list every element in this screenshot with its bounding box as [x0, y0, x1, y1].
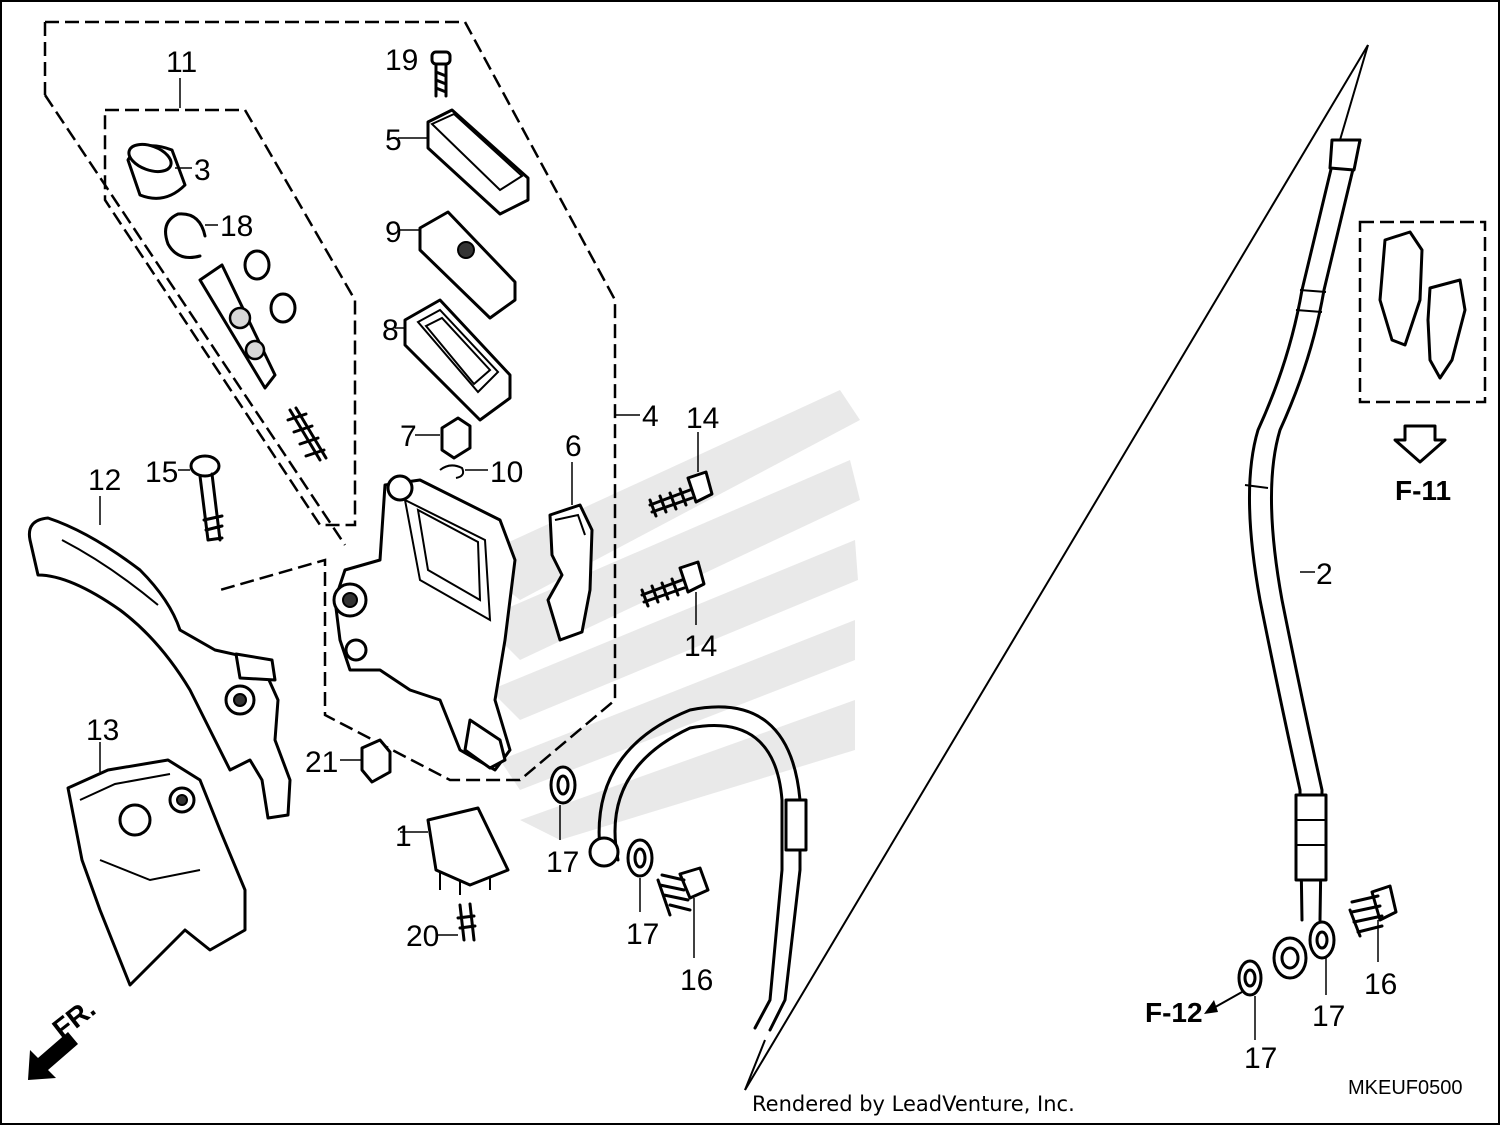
callout-5: 5 — [385, 124, 402, 157]
f12-arrow — [1204, 991, 1243, 1014]
holder-6 — [546, 462, 594, 642]
callout-21: 21 — [305, 746, 338, 779]
callout-12: 12 — [88, 464, 121, 497]
callout-6: 6 — [565, 430, 582, 463]
screw-20 — [438, 902, 477, 942]
callout-17-d: 17 — [1244, 1042, 1277, 1075]
banjo-bolt-16-left — [656, 866, 710, 958]
callout-17-b: 17 — [626, 918, 659, 951]
callout-labels: 1 2 3 4 5 6 7 8 9 10 11 12 13 14 14 15 1… — [86, 44, 1397, 1075]
callout-14-upper: 14 — [686, 402, 719, 435]
callout-4: 4 — [642, 400, 659, 433]
boot-3 — [126, 142, 192, 200]
hose-guide-lines — [744, 44, 1369, 1091]
footer-credit: Rendered by LeadVenture, Inc. — [752, 1092, 1075, 1116]
piston — [198, 249, 328, 462]
callout-7: 7 — [400, 420, 417, 453]
diagram-code: MKEUF0500 — [1348, 1077, 1463, 1099]
callout-10: 10 — [490, 456, 523, 489]
brake-line-2 — [1244, 138, 1362, 922]
nut-21 — [340, 738, 392, 784]
circlip-18 — [164, 212, 218, 259]
direction-label: FR. — [47, 993, 102, 1045]
washer-17-b — [626, 838, 654, 912]
float-7 — [415, 416, 472, 460]
callout-17-c: 17 — [1312, 1000, 1345, 1033]
pivot-bolt-15 — [178, 454, 224, 542]
callout-17-a: 17 — [546, 846, 579, 879]
front-direction-arrow-icon — [28, 1032, 78, 1080]
callout-1: 1 — [395, 820, 412, 853]
callout-2: 2 — [1316, 558, 1333, 591]
master-cylinder-body — [332, 474, 517, 772]
cover-13 — [66, 742, 247, 987]
bolt-19 — [430, 50, 452, 98]
hose-curve — [588, 705, 808, 1032]
washer-17-c — [1237, 959, 1263, 1040]
callout-14-lower: 14 — [684, 630, 717, 663]
callout-11: 11 — [166, 46, 197, 79]
callout-16-left: 16 — [680, 964, 713, 997]
reference-f11: F-11 — [1395, 475, 1451, 506]
banjo-bolt-16-right — [1348, 884, 1398, 962]
banjo-fitting-right — [1272, 936, 1308, 980]
switch-1 — [400, 806, 510, 895]
diaphragm-plate-9 — [398, 210, 517, 320]
callout-15: 15 — [145, 456, 178, 489]
reference-f12: F-12 — [1145, 997, 1203, 1028]
callout-18: 18 — [220, 210, 253, 243]
bolt-14-upper — [648, 432, 714, 518]
washer-17-d — [1308, 920, 1336, 995]
assembly-outline-11 — [103, 78, 357, 527]
diaphragm-8 — [395, 298, 512, 422]
washer-17-a — [549, 765, 577, 840]
bolt-14-lower — [640, 560, 706, 625]
callout-3: 3 — [194, 154, 211, 187]
assembly-outline-4 — [43, 20, 640, 782]
clip-10 — [439, 464, 488, 479]
callout-16-right: 16 — [1364, 968, 1397, 1001]
callout-8: 8 — [382, 314, 399, 347]
callout-13: 13 — [86, 714, 119, 747]
callout-19: 19 — [385, 44, 418, 77]
inset-f11 — [1358, 220, 1487, 464]
reservoir-cap-5 — [398, 108, 530, 216]
lever-12 — [27, 496, 292, 820]
callout-9: 9 — [385, 216, 402, 249]
callout-20: 20 — [406, 920, 439, 953]
